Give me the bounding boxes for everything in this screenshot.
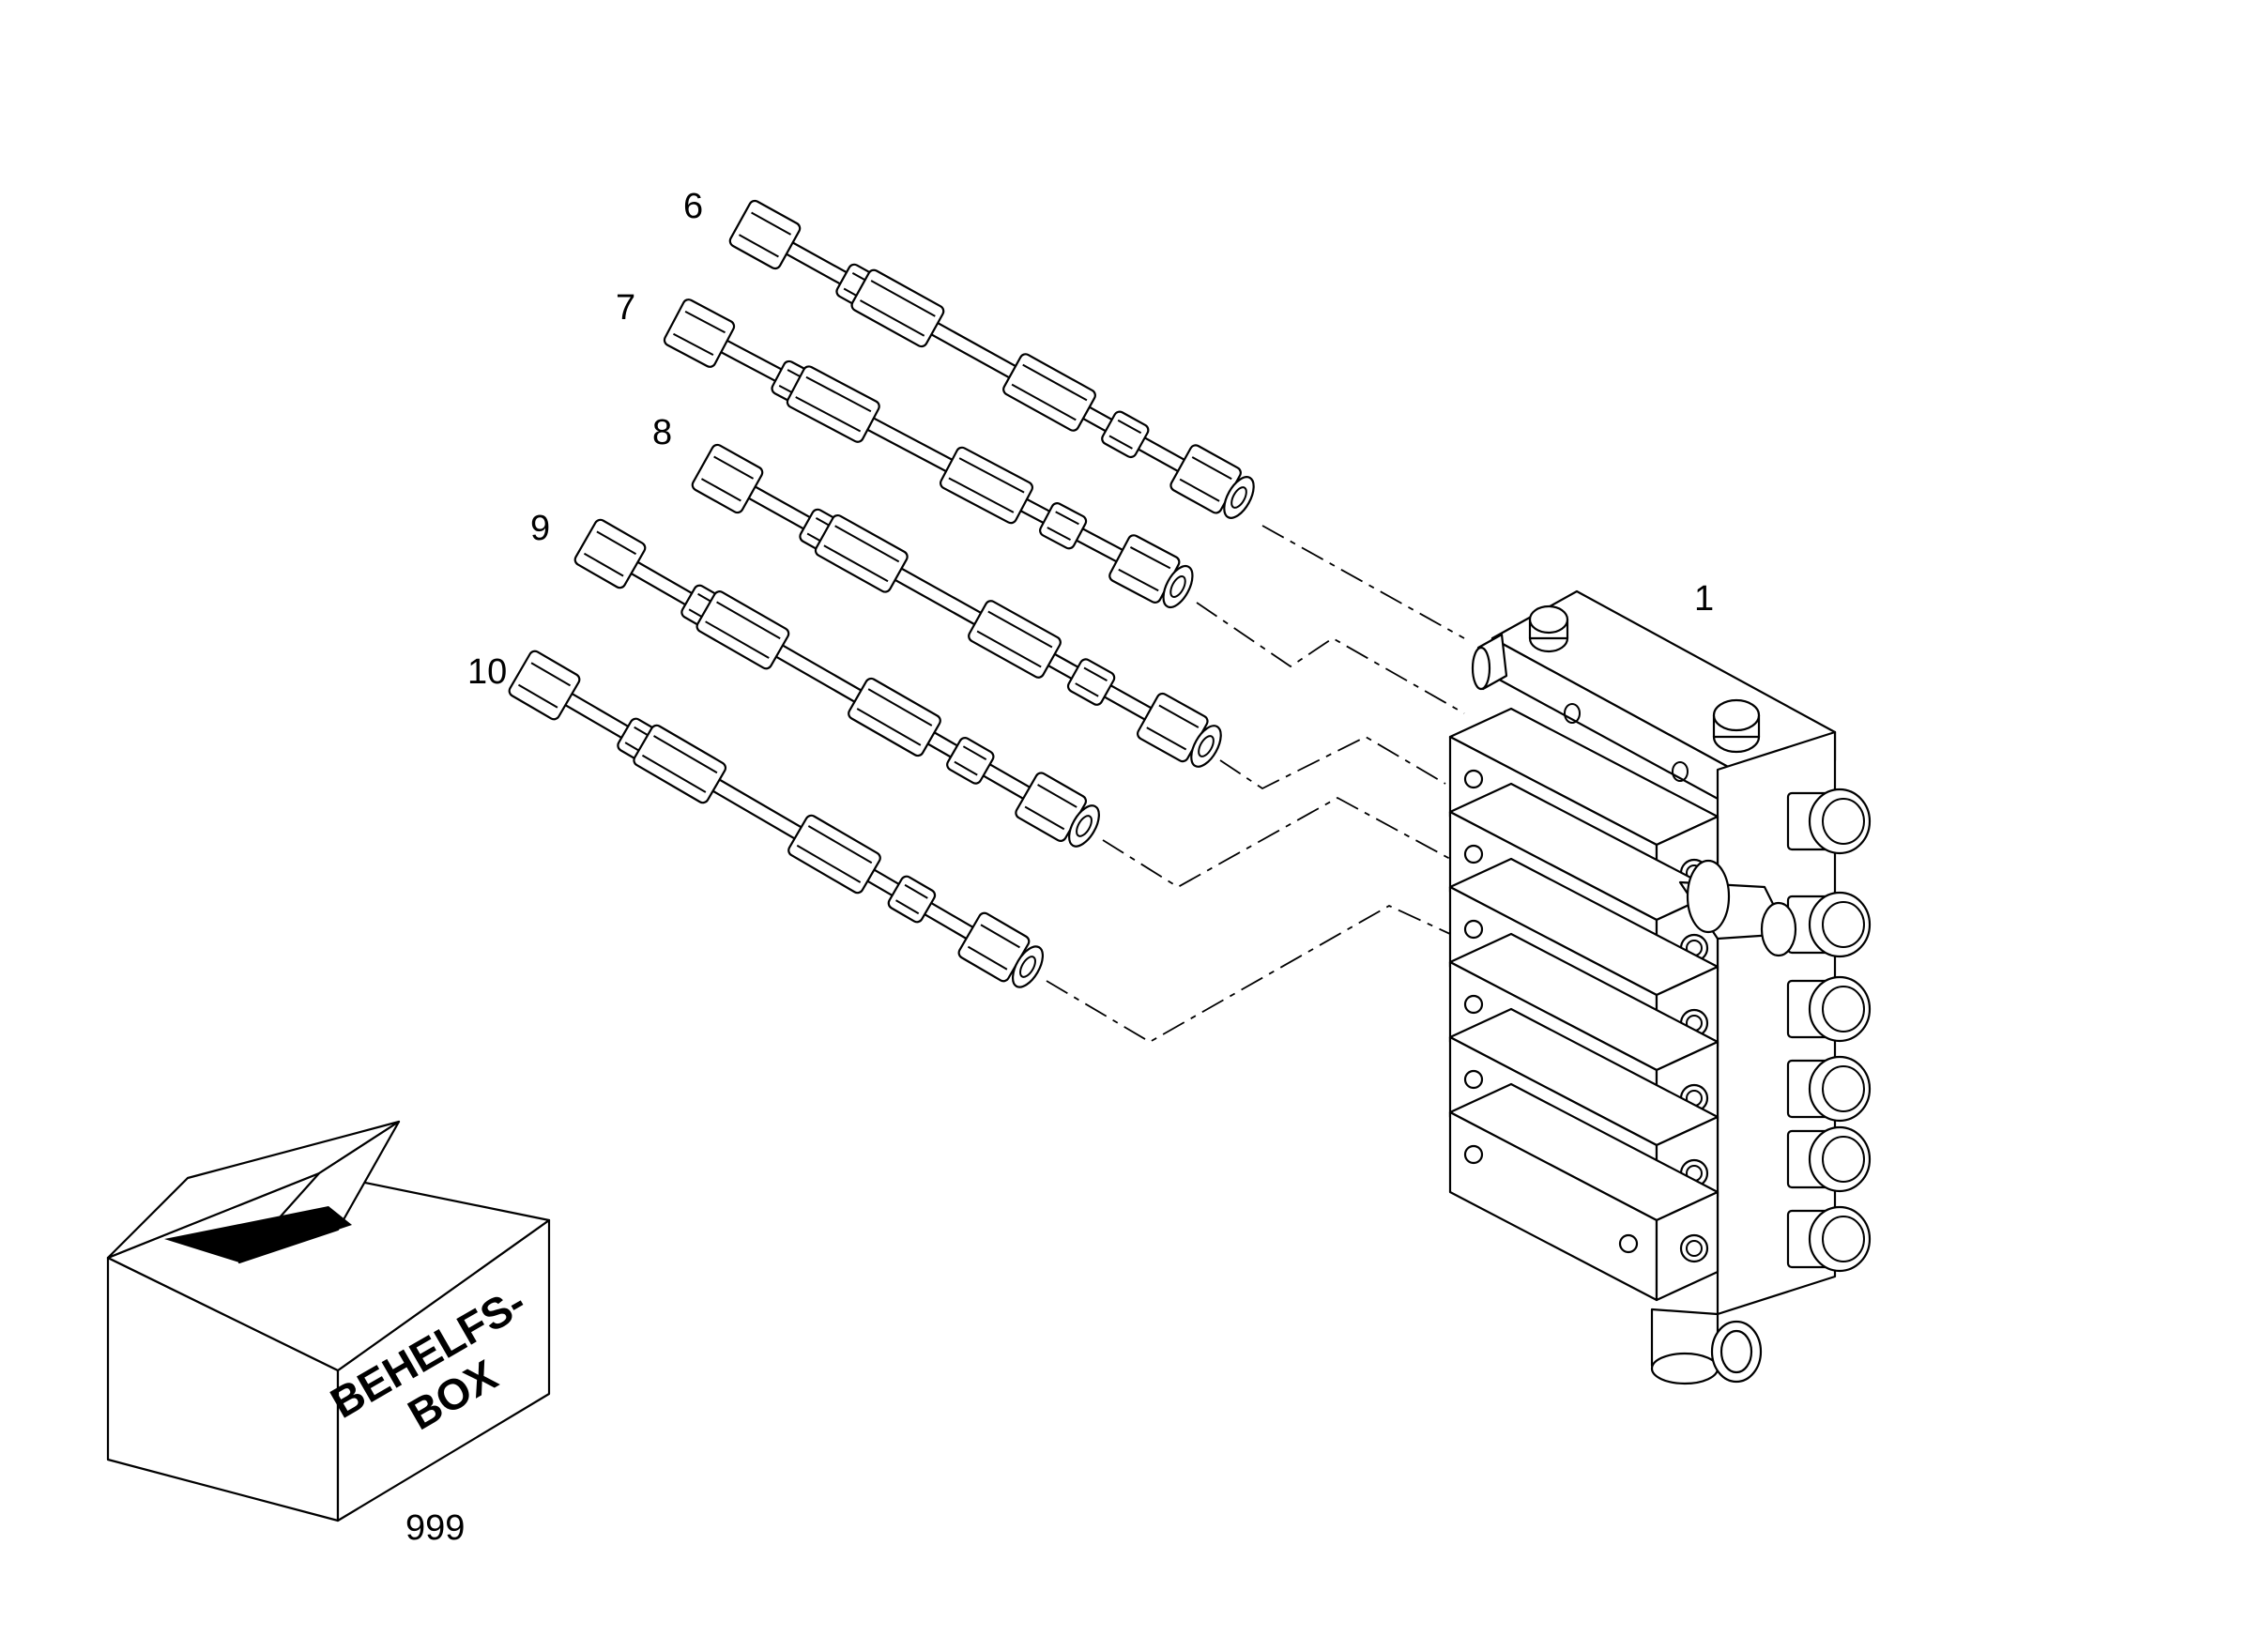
top-plug-1	[1528, 604, 1569, 653]
box-opening	[164, 1206, 352, 1262]
callout-6: 6	[683, 187, 703, 226]
hydraulic-lines	[508, 199, 1255, 988]
fitting-bore	[1190, 725, 1222, 768]
line-assembly-9	[573, 518, 1100, 848]
hose-fitting	[814, 513, 909, 593]
fitting-bore	[1068, 804, 1100, 848]
bolt-head	[1463, 919, 1484, 940]
hex-nut	[663, 298, 736, 368]
behelfs-box: BEHELFS- BOX	[106, 1120, 551, 1522]
line-assembly-8	[691, 443, 1222, 768]
union-nut	[1039, 502, 1088, 550]
callout-8: 8	[652, 413, 672, 452]
top-plug-2	[1712, 698, 1761, 754]
inlet-fitting	[1471, 633, 1508, 691]
bolt-head	[1463, 994, 1484, 1015]
outlet-cap-nuts	[1786, 788, 1872, 1273]
bolt-head	[1463, 844, 1484, 864]
mounting-hole	[1672, 761, 1689, 782]
callout-10: 10	[467, 652, 507, 692]
hose-fitting	[968, 600, 1062, 679]
line-assembly-7	[663, 298, 1194, 609]
hose-fitting	[850, 268, 945, 348]
leader-line-6	[1261, 525, 1465, 639]
fitting-bore	[1162, 564, 1194, 609]
callouts: 1 6 7 8 9 10 999	[405, 187, 1714, 1548]
cap-nut	[1786, 891, 1872, 958]
hex-nut	[691, 443, 764, 514]
leader-line-9	[1102, 796, 1451, 889]
union-nut	[946, 737, 995, 785]
line-assembly-6	[728, 199, 1255, 519]
bolt-head	[1463, 1069, 1484, 1090]
line-assembly-10	[508, 650, 1045, 988]
callout-999: 999	[405, 1508, 465, 1548]
bolt-head	[1618, 1233, 1639, 1254]
hose-fitting	[848, 677, 941, 757]
cap-nut	[1786, 975, 1872, 1043]
bottom-fitting	[1650, 1308, 1763, 1385]
leader-line-7	[1196, 602, 1465, 714]
distributor-segments	[1448, 707, 1719, 1302]
union-nut	[887, 875, 937, 924]
union-nut	[1101, 410, 1150, 459]
callout-7: 7	[616, 288, 635, 328]
cap-nut	[1786, 1125, 1872, 1193]
bolt-head	[1463, 769, 1484, 789]
distributor-segment	[1448, 1082, 1719, 1302]
fitting-bore	[1011, 945, 1045, 988]
hose-fitting	[695, 590, 790, 670]
cap-nut	[1786, 1205, 1872, 1273]
hose-fitting	[1002, 353, 1096, 432]
leader-line-10	[1046, 904, 1451, 1044]
hose-fitting	[786, 365, 880, 443]
hose-fitting	[940, 446, 1033, 525]
port-hole	[1679, 1233, 1709, 1263]
hose-fitting	[787, 814, 881, 895]
callout-9: 9	[530, 509, 550, 548]
leader-lines	[1046, 525, 1465, 1044]
bolt-head	[1463, 1144, 1484, 1165]
distributor-block	[1448, 589, 1872, 1385]
hex-nut	[573, 518, 647, 589]
union-nut	[1066, 658, 1116, 706]
fitting-bore	[1223, 476, 1255, 519]
hex-nut	[728, 199, 802, 270]
callout-1: 1	[1694, 579, 1714, 619]
mounting-hole	[1564, 703, 1581, 724]
cap-nut	[1786, 1055, 1872, 1123]
cap-nut	[1786, 788, 1872, 855]
outlet-side-fitting	[1678, 859, 1797, 957]
hose-fitting	[633, 724, 727, 804]
leader-line-8	[1219, 735, 1446, 790]
hex-nut	[508, 650, 581, 721]
